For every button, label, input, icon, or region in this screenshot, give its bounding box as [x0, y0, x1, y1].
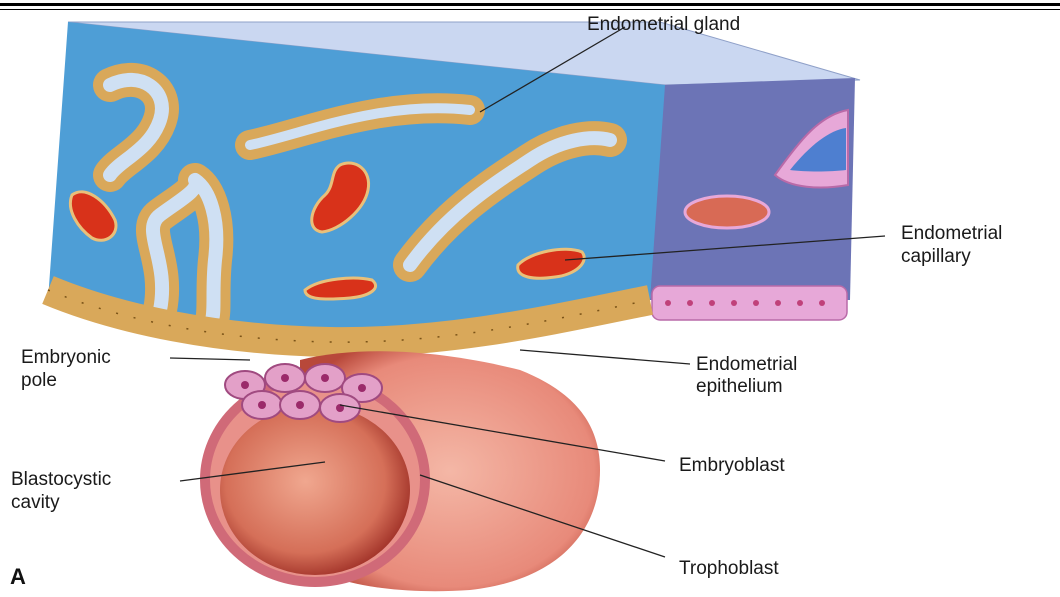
label-endometrial-capillary-line2: capillary — [901, 246, 971, 268]
label-embryoblast: Embryoblast — [679, 455, 785, 477]
side-epithelium — [652, 286, 847, 320]
label-trophoblast: Trophoblast — [679, 558, 779, 580]
label-endometrial-gland: Endometrial gland — [587, 14, 740, 36]
panel-letter: A — [10, 564, 26, 590]
endometrium-side-face — [650, 78, 855, 300]
blastocystic-cavity — [220, 405, 410, 575]
label-endometrial-capillary-line1: Endometrial — [901, 223, 1002, 245]
label-blastocystic-cavity-line1: Blastocystic — [11, 469, 111, 491]
label-embryonic-pole-line2: pole — [21, 370, 57, 392]
label-embryonic-pole-line1: Embryonic — [21, 347, 111, 369]
label-endometrial-epithelium-line2: epithelium — [696, 376, 783, 398]
label-blastocystic-cavity-line2: cavity — [11, 492, 60, 514]
label-endometrial-epithelium-line1: Endometrial — [696, 354, 797, 376]
side-capillary — [685, 196, 769, 228]
